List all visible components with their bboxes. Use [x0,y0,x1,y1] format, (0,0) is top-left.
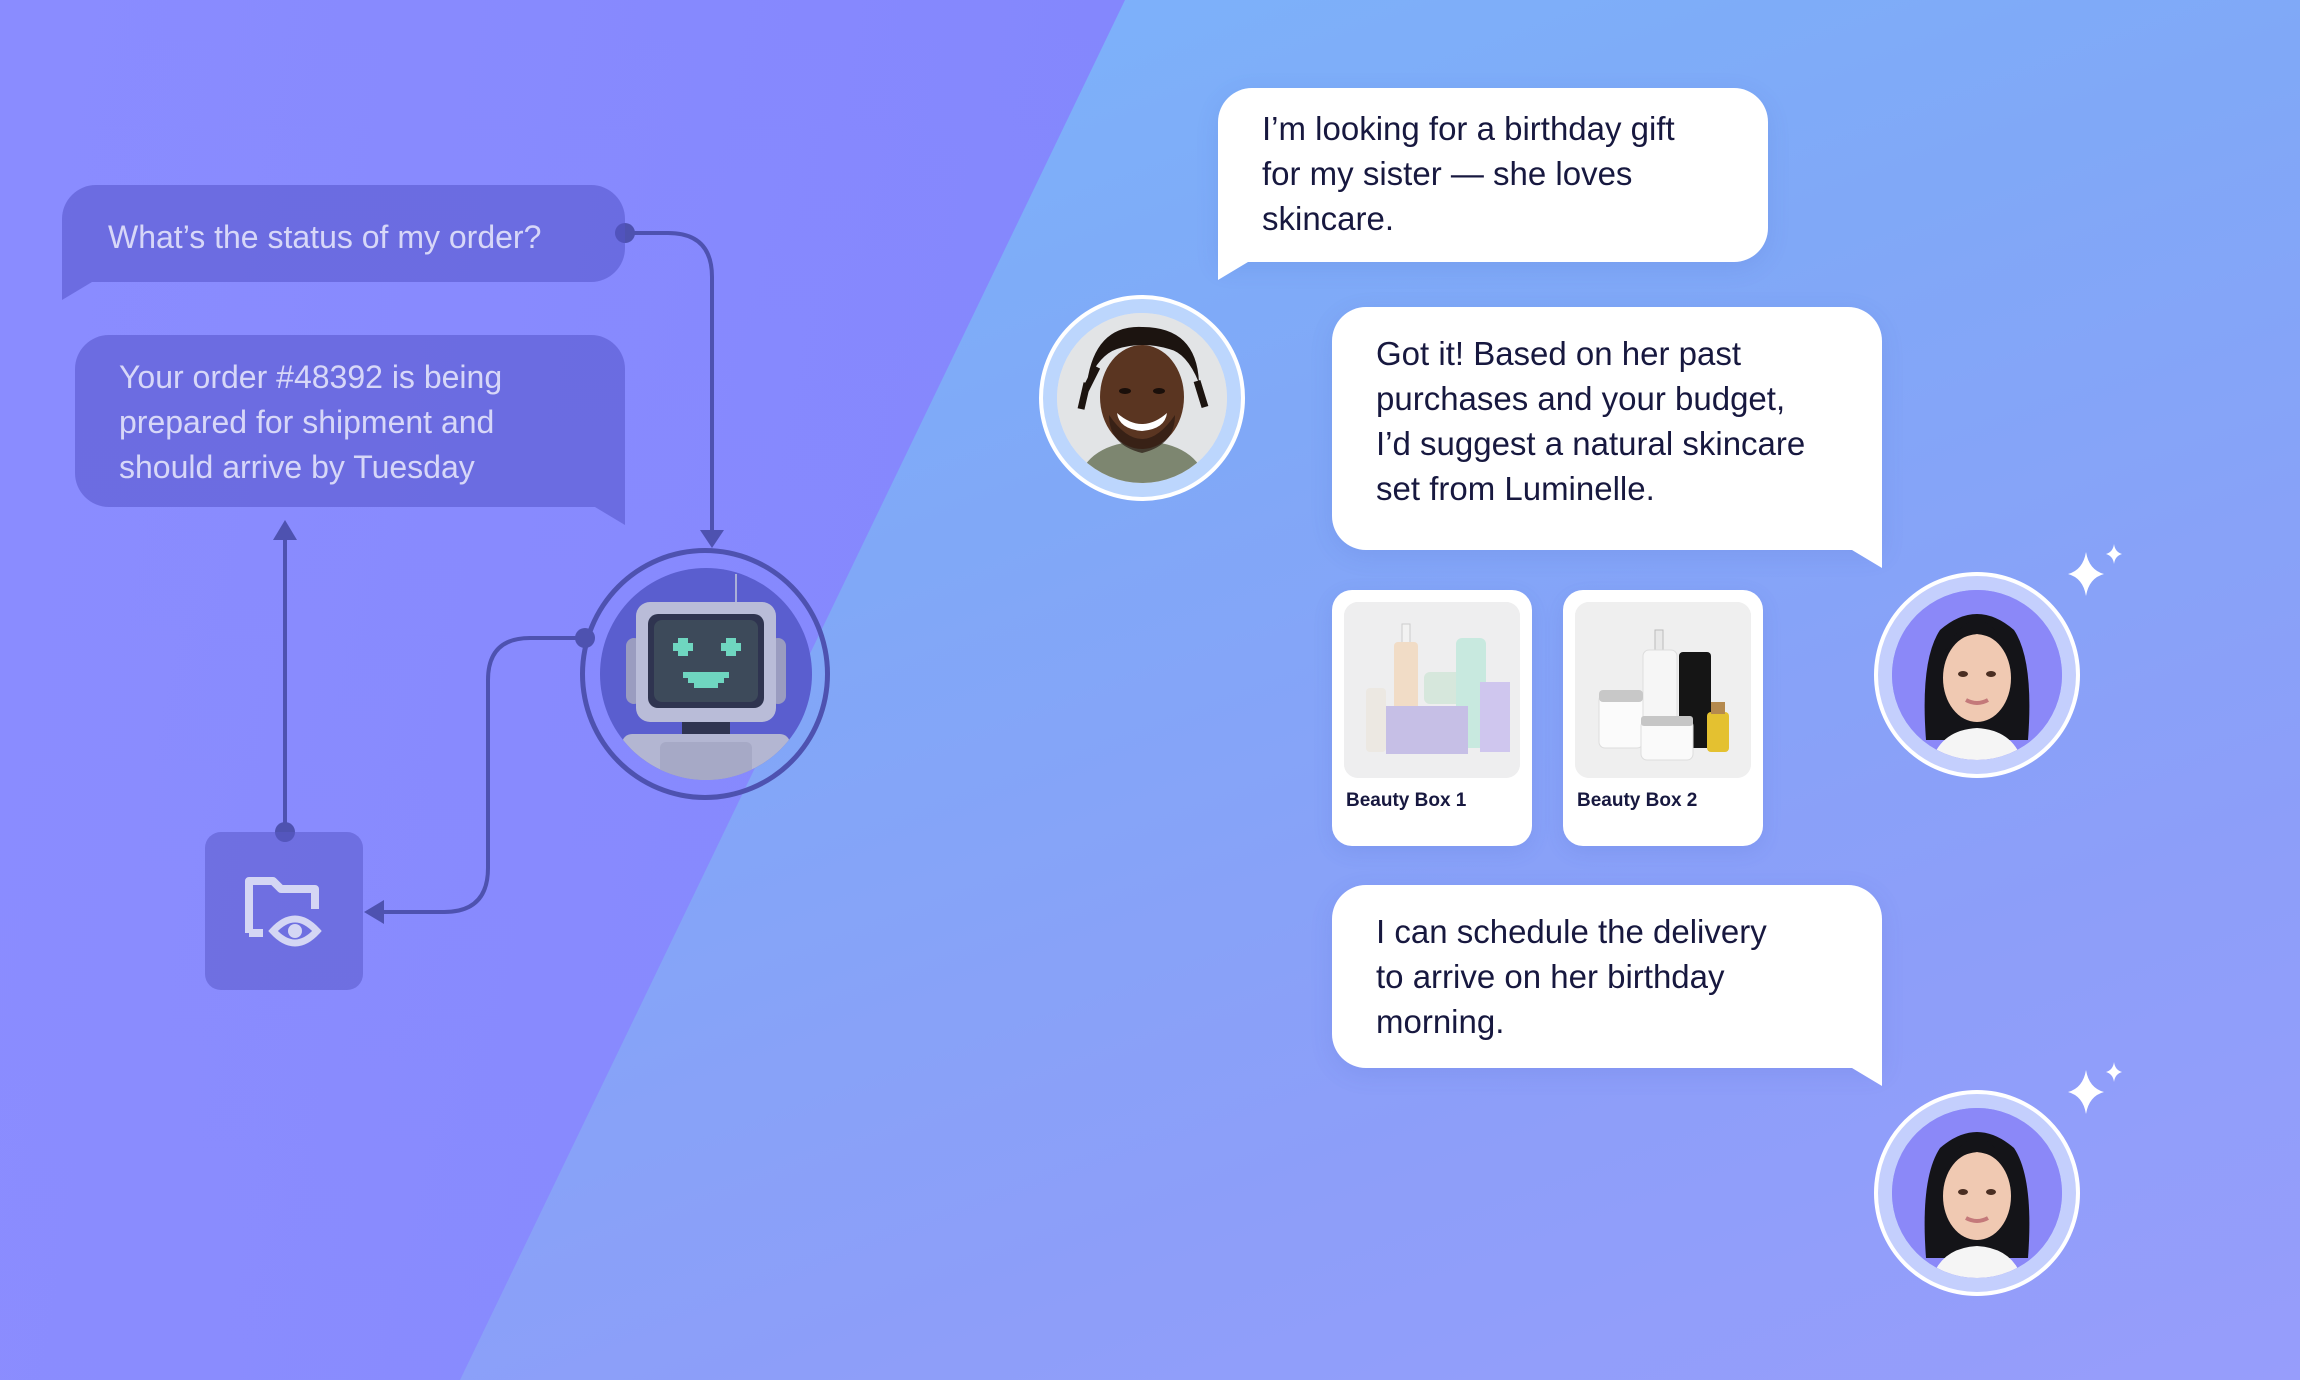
legacy-user-question-bubble: What’s the status of my order? [62,185,625,300]
knowledge-tool-box [205,832,363,990]
user-message-bubble: I’m looking for a birthday gift for my s… [1218,88,1768,280]
product-label: Beauty Box 1 [1346,790,1467,811]
agent-reply-line: I’d suggest a natural skincare [1376,425,1806,462]
sparkle-icon [2068,1062,2122,1114]
agent-reply-line: set from Luminelle. [1376,470,1655,507]
agent-reply-line: Got it! Based on her past [1376,335,1742,372]
legacy-bot-reply-line: should arrive by Tuesday [119,449,475,485]
bubble-tail [1218,262,1248,280]
legacy-bot-reply-line: Your order #48392 is being [119,359,503,395]
product-label: Beauty Box 2 [1577,790,1698,811]
bubble-tail [1852,1068,1882,1086]
agent-portrait-icon [1892,1108,2062,1278]
user-message-line: for my sister — she loves [1262,155,1633,192]
agent-portrait-icon [1892,590,2062,760]
legacy-user-question-text: What’s the status of my order? [108,219,542,255]
product-image [1344,602,1520,778]
bubble-tail [62,282,92,300]
robot-icon [622,574,790,780]
product-card-beauty-box-1[interactable]: Beauty Box 1 [1332,590,1532,846]
user-message-line: skincare. [1262,200,1395,237]
skincare-set-image [1575,602,1751,778]
sparkle-icon [2068,544,2122,596]
bubble-tail [595,507,625,525]
legacy-bot-reply-line: prepared for shipment and [119,404,495,440]
agent-delivery-bubble: I can schedule the delivery to arrive on… [1332,885,1882,1086]
folder-eye-icon [245,877,322,947]
agent-reply-line: morning. [1376,1003,1505,1040]
robot-avatar [600,568,812,780]
product-image [1575,602,1751,778]
agent-avatar [1874,1090,2080,1296]
agent-avatar [1874,572,2080,778]
skincare-set-image [1344,602,1520,778]
agent-reply-bubble: Got it! Based on her past purchases and … [1332,307,1882,568]
bubble-tail [1852,550,1882,568]
legacy-bot-reply-bubble: Your order #48392 is being prepared for … [75,335,625,525]
robot-ring [580,548,830,800]
user-message-line: I’m looking for a birthday gift [1262,110,1675,147]
user-avatar [1039,295,1245,501]
user-portrait-icon [1057,313,1227,483]
product-card-beauty-box-2[interactable]: Beauty Box 2 [1563,590,1763,846]
agent-reply-line: purchases and your budget, [1376,380,1786,417]
agent-reply-line: I can schedule the delivery [1376,913,1767,950]
agent-reply-line: to arrive on her birthday [1376,958,1725,995]
